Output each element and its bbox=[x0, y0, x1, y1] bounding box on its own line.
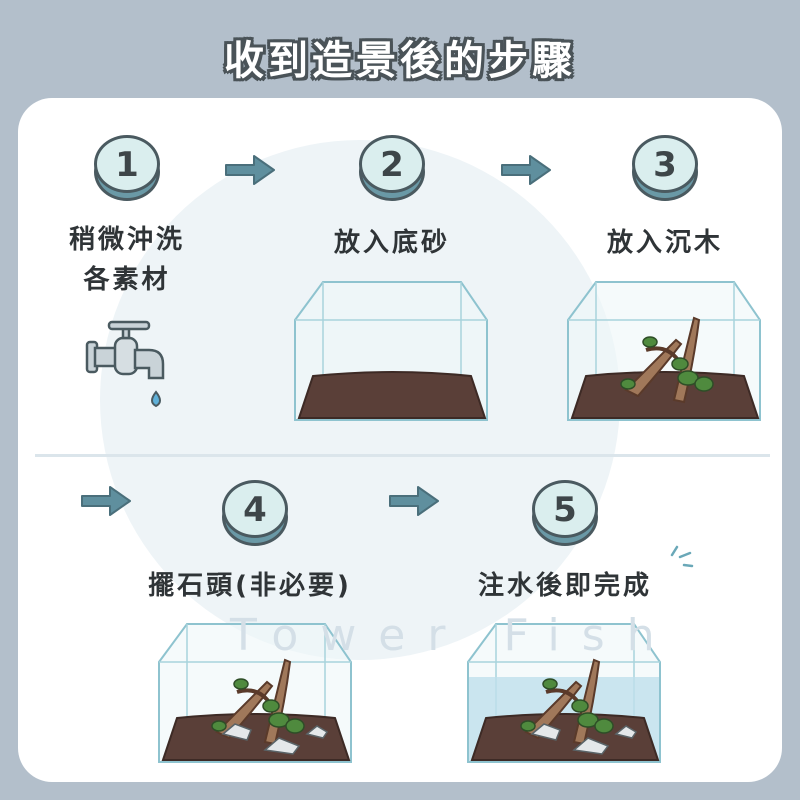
step-3-badge: 3 bbox=[632, 135, 698, 201]
sparkle-icon bbox=[670, 545, 694, 568]
tank-with-sand bbox=[293, 280, 489, 426]
step-number: 5 bbox=[532, 480, 598, 538]
step-number: 2 bbox=[359, 135, 425, 193]
step-2-label: 放入底砂 bbox=[333, 228, 451, 258]
watermark-text: Tower Fish bbox=[230, 610, 677, 661]
tank-with-stones bbox=[157, 622, 353, 768]
arrow-right-icon bbox=[225, 155, 275, 185]
label-line: 稍微沖洗 bbox=[68, 225, 186, 255]
step-5-label: 注水後即完成 bbox=[477, 571, 653, 601]
step-number: 3 bbox=[632, 135, 698, 193]
arrow-right-icon bbox=[389, 486, 439, 516]
step-3-label: 放入沉木 bbox=[606, 228, 724, 258]
step-5-badge: 5 bbox=[532, 480, 598, 546]
label-line: 各素材 bbox=[83, 265, 171, 295]
step-4-label: 擺石頭(非必要) bbox=[148, 571, 352, 601]
step-number: 4 bbox=[222, 480, 288, 538]
tank-filled-with-water bbox=[466, 622, 662, 768]
arrow-right-icon bbox=[501, 155, 551, 185]
row-divider bbox=[35, 454, 770, 457]
step-1-label: 稍微沖洗 各素材 bbox=[69, 220, 185, 300]
faucet-icon bbox=[85, 320, 165, 408]
arrow-right-icon bbox=[81, 486, 131, 516]
step-2-badge: 2 bbox=[359, 135, 425, 201]
step-4-badge: 4 bbox=[222, 480, 288, 546]
tank-with-driftwood bbox=[566, 280, 762, 426]
step-number: 1 bbox=[94, 135, 160, 193]
step-1-badge: 1 bbox=[94, 135, 160, 201]
page-title: 收到造景後的步驟 bbox=[224, 38, 576, 84]
